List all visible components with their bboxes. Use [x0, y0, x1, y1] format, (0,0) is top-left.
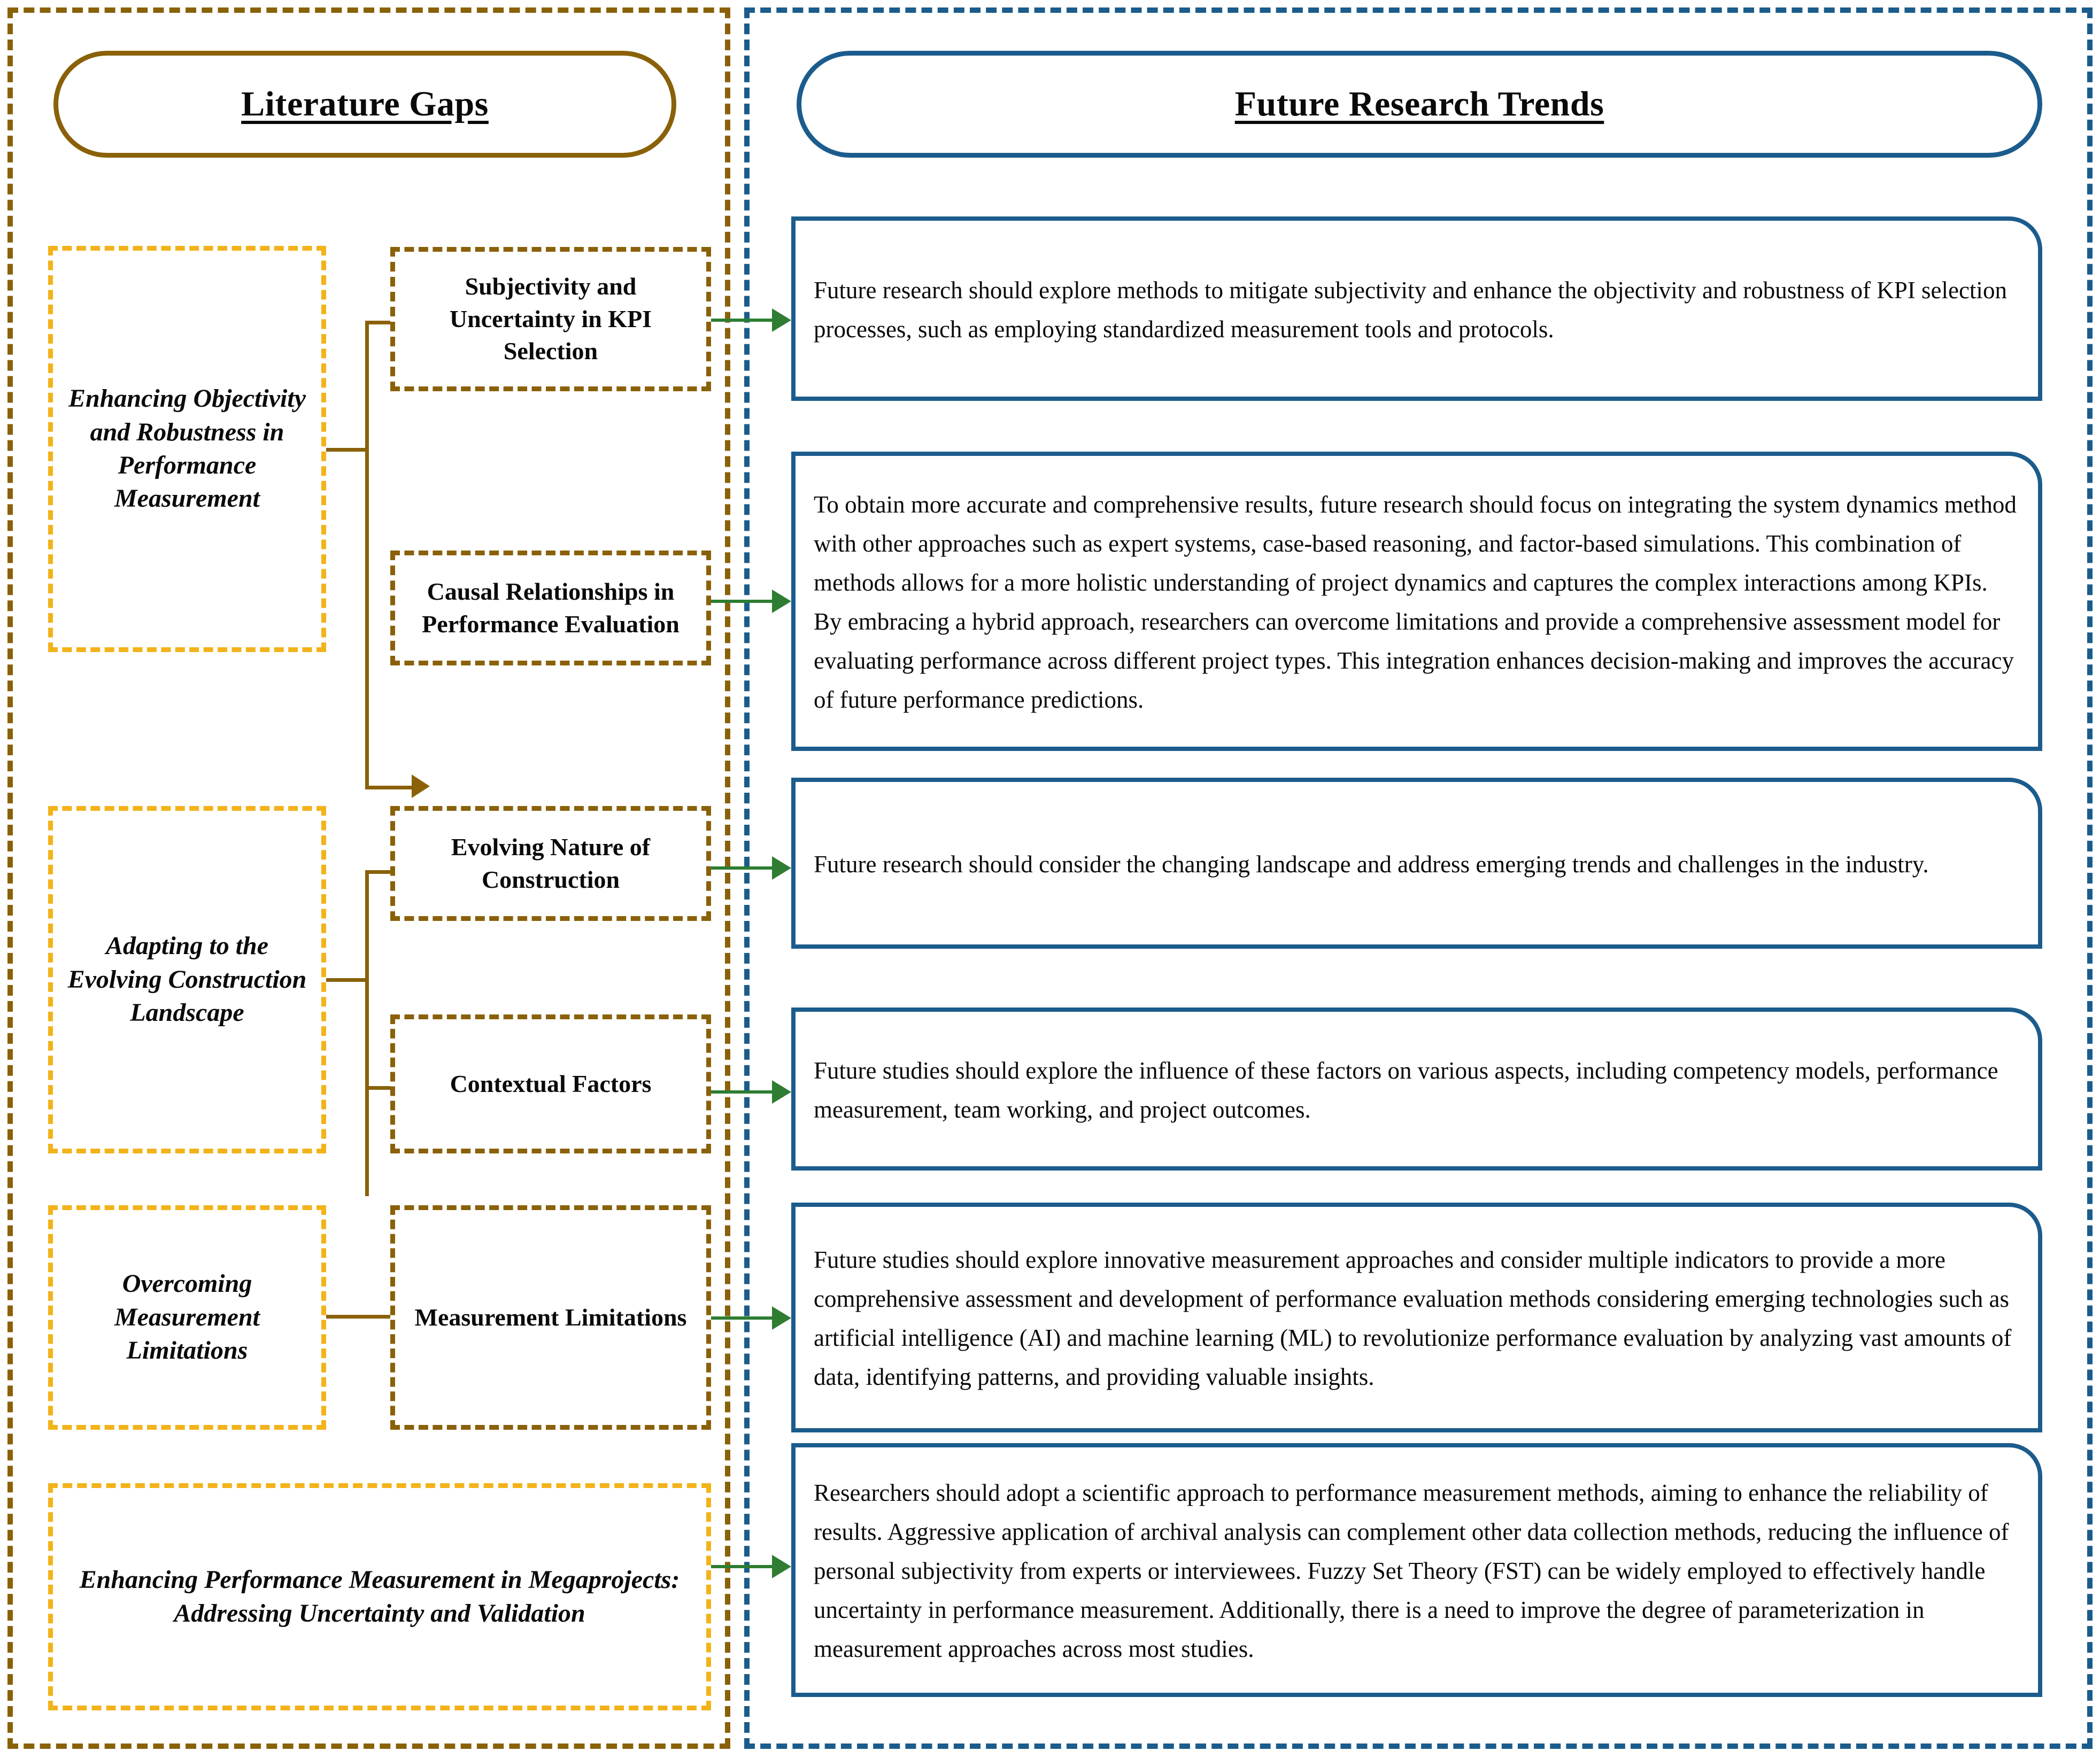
recommendation-text: Future studies should explore innovative… — [814, 1246, 2012, 1390]
page-title-right: Future Research Trends — [1234, 84, 1604, 123]
arrow-icon — [772, 308, 791, 332]
gap-label: Adapting to the Evolving Construction La… — [67, 932, 307, 1027]
theme-label: Subjectivity and Uncertainty in KPI Sele… — [449, 272, 652, 365]
gap-box-overcoming-measurement-limitations[interactable]: Overcoming Measurement Limitations — [48, 1205, 326, 1430]
arrow-icon — [772, 590, 791, 613]
literature-gaps-panel-frame — [7, 7, 730, 1749]
theme-box-evolving-nature-construction[interactable]: Evolving Nature of Construction — [390, 806, 711, 921]
arrow-icon — [772, 1080, 791, 1104]
arrow-icon — [412, 774, 430, 798]
literature-gaps-header: Literature Gaps — [53, 51, 676, 158]
gap-box-adapting-evolving-landscape[interactable]: Adapting to the Evolving Construction La… — [48, 806, 326, 1153]
arrow-icon — [772, 1306, 791, 1330]
theme-label: Causal Relationships in Performance Eval… — [422, 577, 680, 638]
recommendation-box-contextual-factors[interactable]: Future studies should explore the influe… — [791, 1008, 2042, 1171]
theme-box-contextual-factors[interactable]: Contextual Factors — [390, 1014, 711, 1153]
gap-label: Overcoming Measurement Limitations — [114, 1269, 260, 1365]
future-research-trends-header: Future Research Trends — [797, 51, 2042, 158]
gap-box-enhancing-megaprojects[interactable]: Enhancing Performance Measurement in Meg… — [48, 1483, 711, 1710]
recommendation-text: Future studies should explore the influe… — [814, 1057, 1998, 1123]
recommendation-box-megaprojects[interactable]: Researchers should adopt a scientific ap… — [791, 1443, 2042, 1697]
recommendation-box-evolving-nature[interactable]: Future research should consider the chan… — [791, 778, 2042, 949]
gap-box-enhancing-objectivity[interactable]: Enhancing Objectivity and Robustness in … — [48, 246, 326, 652]
theme-label: Contextual Factors — [450, 1070, 652, 1097]
theme-box-causal-relationships[interactable]: Causal Relationships in Performance Eval… — [390, 551, 711, 665]
theme-label: Measurement Limitations — [414, 1303, 687, 1331]
recommendation-text: Researchers should adopt a scientific ap… — [814, 1479, 2009, 1662]
gap-label: Enhancing Objectivity and Robustness in … — [68, 384, 306, 513]
recommendation-box-measurement-limitations[interactable]: Future studies should explore innovative… — [791, 1203, 2042, 1432]
recommendation-text: To obtain more accurate and comprehensiv… — [814, 491, 2017, 713]
recommendation-text: Future research should explore methods t… — [814, 276, 2007, 343]
arrow-icon — [772, 1555, 791, 1578]
recommendation-text: Future research should consider the chan… — [814, 850, 1929, 878]
page-title-left: Literature Gaps — [241, 84, 489, 123]
theme-label: Evolving Nature of Construction — [451, 833, 651, 893]
recommendation-box-causal-relationships[interactable]: To obtain more accurate and comprehensiv… — [791, 452, 2042, 751]
theme-box-measurement-limitations[interactable]: Measurement Limitations — [390, 1205, 711, 1430]
theme-box-subjectivity-kpi[interactable]: Subjectivity and Uncertainty in KPI Sele… — [390, 247, 711, 391]
recommendation-box-subjectivity-kpi[interactable]: Future research should explore methods t… — [791, 216, 2042, 401]
future-research-trends-panel-frame — [744, 7, 2093, 1749]
arrow-icon — [772, 856, 791, 880]
gap-label: Enhancing Performance Measurement in Meg… — [79, 1566, 680, 1628]
